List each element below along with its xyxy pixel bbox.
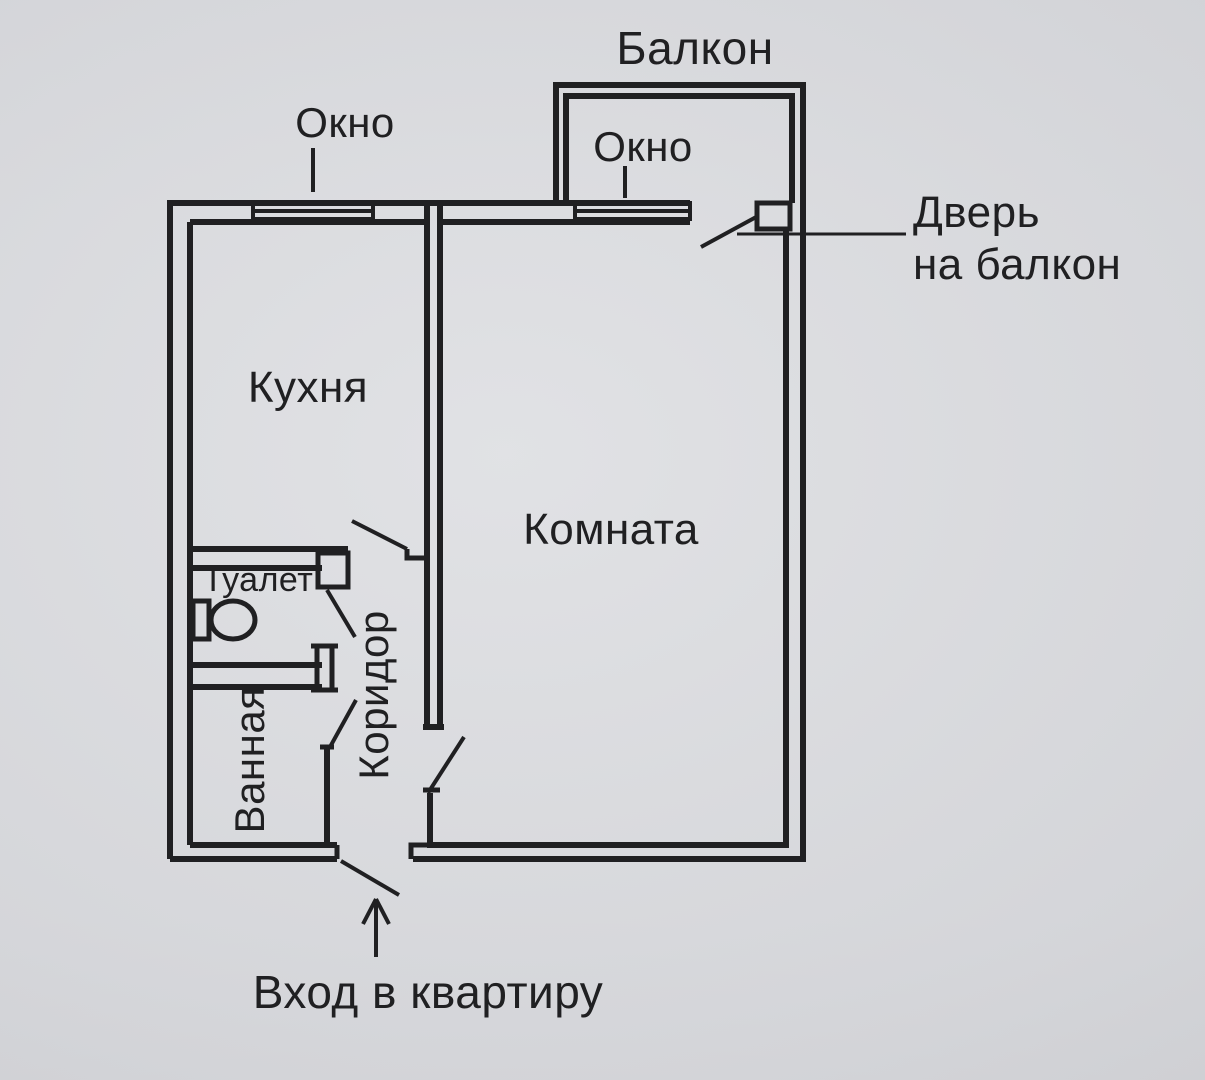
entrance-label: Вход в квартиру: [253, 966, 604, 1018]
toilet-icon: [190, 598, 258, 642]
balcony-door-label-line1: Дверь: [913, 188, 1040, 237]
balcony-door-label-line2: на балкон: [913, 240, 1121, 289]
apartment-outer-walls: [167, 82, 806, 862]
balcony-right-and-bottom-outer-wall: [413, 82, 806, 862]
kitchen-door-jamb: [404, 549, 427, 561]
doors: [325, 200, 906, 897]
room-window-icon: [573, 201, 692, 221]
left-and-top-outer-wall: [167, 200, 690, 859]
balcony-label: Балкон: [616, 22, 773, 74]
kitchen-window-label: Окно: [295, 99, 395, 146]
corridor-label: Коридор: [350, 610, 397, 779]
entrance-right-jamb: [408, 842, 430, 859]
bathroom-label: Ванная: [226, 687, 273, 834]
windows: [251, 148, 692, 221]
balcony-door-jamb: [754, 200, 793, 232]
arrow-up-icon: [361, 898, 391, 957]
kitchen-room-divider-wall: [423, 205, 444, 730]
toilet-bathroom-pier: [314, 643, 335, 693]
balcony-door-leaf: [700, 214, 759, 249]
interior-walls: [187, 205, 690, 845]
room-window-label: Окно: [593, 123, 693, 170]
toilet-door-frame: [315, 550, 351, 590]
labels: Балкон Окно Окно Дверь на балкон Кухня К…: [203, 22, 1121, 1018]
kitchen-door-leaf: [351, 519, 408, 551]
entrance-door-leaf: [339, 859, 401, 897]
room-door-leaf: [426, 735, 466, 795]
toilet-door-leaf: [325, 588, 357, 639]
kitchen-window-icon: [251, 201, 375, 221]
balcony-inner-wall: [563, 93, 795, 203]
kitchen-label: Кухня: [248, 363, 368, 412]
bathroom-door-leaf: [328, 699, 358, 748]
toilet-label: Туалет: [203, 561, 314, 599]
room-label: Комната: [523, 505, 699, 554]
